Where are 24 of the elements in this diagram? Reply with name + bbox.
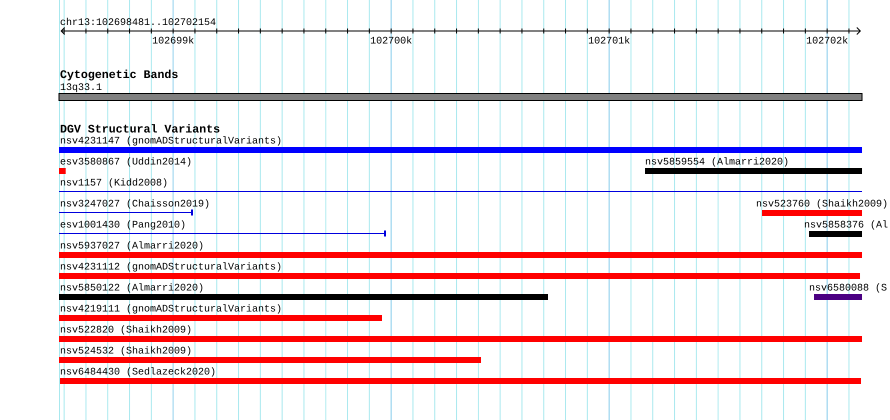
- tick-label: 102701k: [588, 36, 630, 44]
- variant-label: nsv6484430 (Sedlazeck2020): [60, 367, 214, 377]
- variant-label: nsv4219111 (gnomADStructuralVariants): [60, 304, 280, 314]
- variant-label: nsv3247027 (Chaisson2019): [60, 199, 208, 209]
- variant-label: esv3580867 (Uddin2014): [60, 157, 190, 167]
- variant-label: nsv524532 (Shaikh2009): [60, 346, 190, 356]
- tick-label: 102699k: [152, 36, 194, 44]
- variant-label: nsv5850122 (Almarri2020): [60, 283, 202, 293]
- variant-label: nsv5858376 (Al: [804, 220, 888, 230]
- variant-label: nsv523760 (Shaikh2009): [756, 199, 886, 209]
- region-label: chr13:102698481..102702154: [60, 18, 216, 26]
- variant-label: nsv522820 (Shaikh2009): [60, 325, 190, 335]
- variant-label: nsv5937027 (Almarri2020): [60, 241, 202, 251]
- track-title: Cytogenetic Bands: [60, 70, 178, 80]
- variant-label: nsv4231112 (gnomADStructuralVariants): [60, 262, 280, 272]
- variant-label: esv1001430 (Pang2010): [60, 220, 184, 230]
- band-label: 13q33.1: [60, 83, 102, 92]
- variant-label: nsv1157 (Kidd2008): [60, 178, 166, 188]
- variant-label: nsv6580088 (S: [810, 283, 887, 293]
- variant-label: nsv5859554 (Almarri2020): [646, 157, 788, 167]
- variant-label: nsv4231147 (gnomADStructuralVariants): [60, 136, 280, 146]
- track-title: DGV Structural Variants: [60, 124, 220, 133]
- tick-label: 102702k: [806, 36, 848, 44]
- tick-label: 102700k: [370, 36, 412, 44]
